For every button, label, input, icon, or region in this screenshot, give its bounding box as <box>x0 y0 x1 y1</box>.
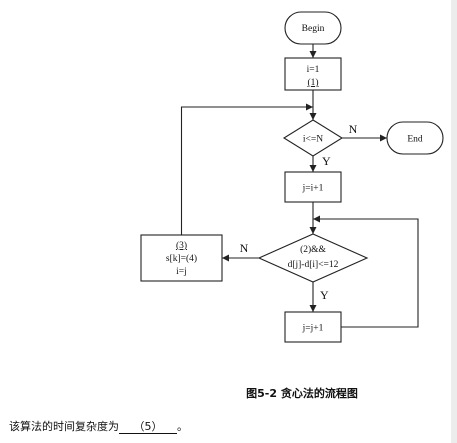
cond2-line2: d[j]-d[i]<=12 <box>288 260 339 270</box>
arrow-left-loop <box>180 103 313 235</box>
left-line2: s[k]=(4) <box>166 253 197 264</box>
begin-label: Begin <box>302 24 325 34</box>
cond2-diamond <box>257 233 369 283</box>
question-suffix: 。 <box>177 420 188 433</box>
cond2-line1: (2)&& <box>300 244 326 255</box>
end-label: End <box>407 135 423 145</box>
question-prefix: 该算法的时间复杂度为 <box>9 420 119 433</box>
assign-j-label: j=i+1 <box>302 184 324 194</box>
figure-caption: 图5-2 贪心法的流程图 <box>246 386 358 400</box>
page-edge <box>451 0 457 443</box>
inc-j-label: j=j+1 <box>302 324 324 334</box>
left-line3: i=j <box>176 267 187 277</box>
arrow-inc-loop <box>313 215 419 328</box>
end-node <box>386 121 444 155</box>
left-box <box>140 234 223 282</box>
question-blank: （5） <box>119 420 177 434</box>
init-line2: (1) <box>307 77 318 88</box>
cond1-no-label: N <box>349 122 358 136</box>
cond1-label: i<=N <box>303 135 323 145</box>
cond2-no-label: N <box>240 241 249 255</box>
init-line1: i=1 <box>307 65 320 75</box>
init-box <box>284 57 342 91</box>
question-text: 该算法的时间复杂度为（5）。 <box>9 418 188 434</box>
cond2-yes-label: Y <box>320 288 329 302</box>
cond1-yes-label: Y <box>322 154 331 168</box>
left-line1: (3) <box>176 240 187 251</box>
